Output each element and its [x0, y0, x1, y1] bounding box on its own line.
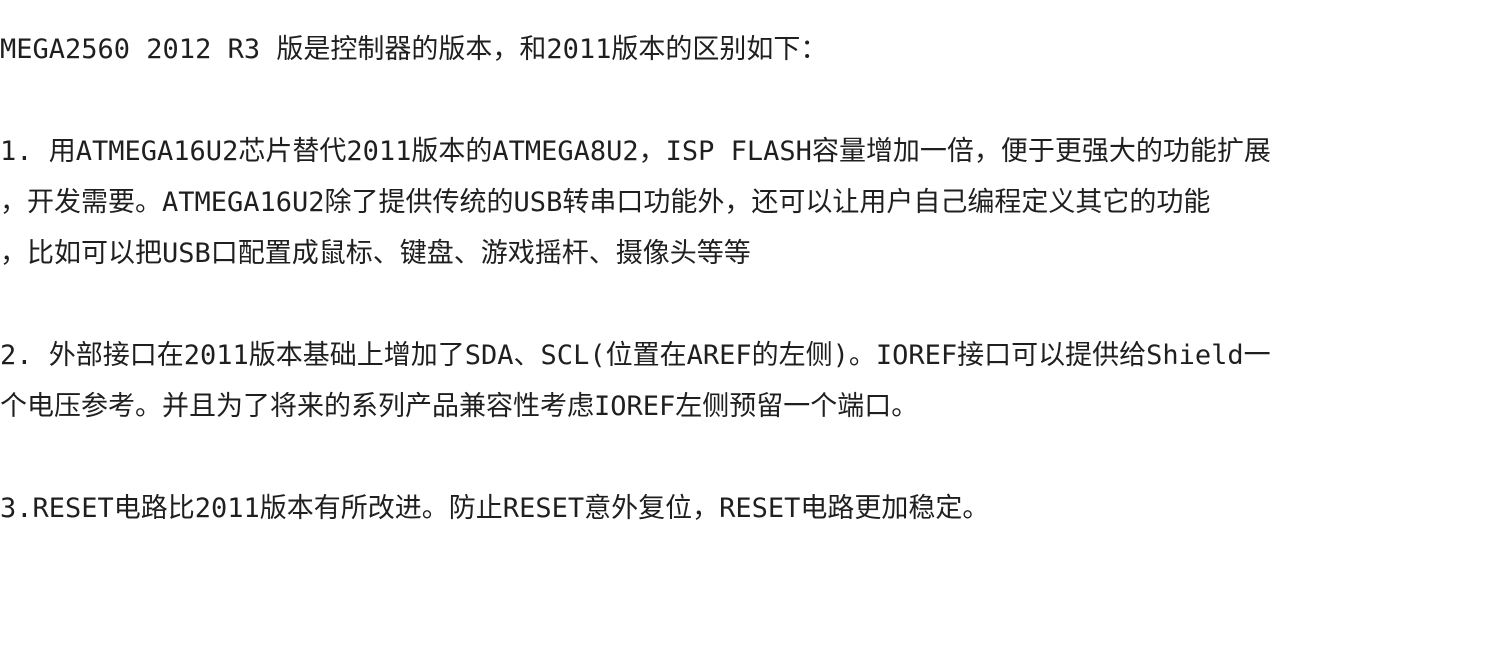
list-item-1-line-2: ，开发需要。ATMEGA16U2除了提供传统的USB转串口功能外，还可以让用户自…: [0, 187, 1211, 218]
list-item-2-line-1: 2. 外部接口在2011版本基础上增加了SDA、SCL(位置在AREF的左侧)。…: [0, 340, 1271, 371]
list-item-3-line-1: 3.RESET电路比2011版本有所改进。防止RESET意外复位，RESET电路…: [0, 493, 990, 524]
list-item-2-line-2: 个电压参考。并且为了将来的系列产品兼容性考虑IOREF左侧预留一个端口。: [0, 391, 919, 422]
list-item-1-line-3: ，比如可以把USB口配置成鼠标、键盘、游戏摇杆、摄像头等等: [0, 238, 751, 269]
intro-paragraph: MEGA2560 2012 R3 版是控制器的版本，和2011版本的区别如下：: [0, 34, 828, 65]
list-item-1-line-1: 1. 用ATMEGA16U2芯片替代2011版本的ATMEGA8U2，ISP F…: [0, 136, 1271, 167]
